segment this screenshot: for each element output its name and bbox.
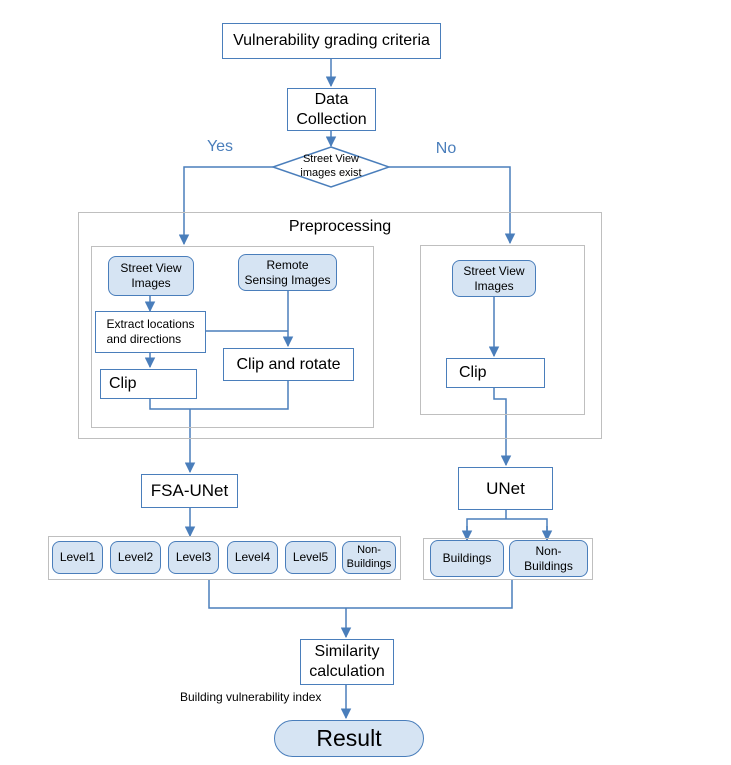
preprocessing-group [78, 212, 602, 439]
street-view-images-left: Street View Images [108, 256, 194, 296]
edge-no-branch [389, 166, 516, 245]
extract-locations-label: Extract locations and directions [106, 317, 195, 346]
yes-label: Yes [206, 138, 234, 155]
clip-right-label: Clip [459, 364, 487, 381]
decision-diamond [270, 146, 392, 188]
level-5-label: Level5 [292, 550, 329, 564]
level-4-label: Level4 [234, 550, 271, 564]
street-view-subgroup [91, 246, 374, 428]
buildings-label: Buildings [442, 551, 492, 565]
level-non-buildings-label: Non- Buildings [346, 543, 392, 570]
extract-locations-box: Extract locations and directions [95, 311, 206, 353]
data-collection-label: Data Collection [296, 90, 367, 128]
level-3-label: Level3 [175, 550, 212, 564]
clip-right-box: Clip [446, 358, 545, 388]
level-1-label: Level1 [59, 550, 96, 564]
unet-box: UNet [458, 467, 553, 510]
preprocessing-title: Preprocessing [288, 218, 392, 235]
unet-label: UNet [486, 478, 525, 498]
vulnerability-index-label: Building vulnerability index [180, 689, 322, 704]
edge-clip-merge [149, 381, 289, 410]
level-4-box: Level4 [227, 541, 278, 574]
decision-label: Street View images exist [300, 153, 362, 179]
edge-unet-to-outputs [466, 518, 548, 540]
no-label: No [435, 140, 457, 157]
remote-sensing-images-box: Remote Sensing Images [238, 254, 337, 291]
edge-outputs-merge [208, 580, 513, 609]
level-1-box: Level1 [52, 541, 103, 574]
result-label: Result [316, 725, 382, 752]
non-buildings-box: Non- Buildings [509, 540, 588, 577]
clip-left-label: Clip [109, 375, 137, 392]
criteria-label: Vulnerability grading criteria [233, 32, 430, 49]
data-collection-box: Data Collection [287, 88, 376, 131]
criteria-box: Vulnerability grading criteria [222, 23, 441, 59]
fsa-unet-box: FSA-UNet [141, 474, 238, 508]
non-buildings-label: Non- Buildings [524, 543, 573, 573]
unet-outputs-group [423, 538, 593, 580]
street-view-images-left-label: Street View Images [120, 261, 182, 290]
level-2-box: Level2 [110, 541, 161, 574]
fsa-unet-label: FSA-UNet [150, 481, 229, 501]
level-2-label: Level2 [117, 550, 154, 564]
no-street-view-subgroup [420, 245, 585, 415]
street-view-images-right-label: Street View Images [463, 263, 525, 293]
street-view-images-right: Street View Images [452, 260, 536, 297]
edge-clip-right-to-unet [493, 388, 512, 467]
result-box: Result [274, 720, 424, 757]
edge-yes-branch [178, 166, 273, 246]
similarity-calculation-box: Similarity calculation [300, 639, 394, 685]
remote-sensing-label: Remote Sensing Images [244, 257, 331, 287]
similarity-calculation-label: Similarity calculation [309, 643, 385, 680]
clip-and-rotate-label: Clip and rotate [236, 355, 341, 373]
clip-and-rotate-box: Clip and rotate [223, 348, 354, 381]
level-3-box: Level3 [168, 541, 219, 574]
level-5-box: Level5 [285, 541, 336, 574]
level-non-buildings-box: Non- Buildings [342, 541, 396, 574]
buildings-box: Buildings [430, 540, 504, 577]
clip-left-box: Clip [100, 369, 197, 399]
levels-group [48, 536, 401, 580]
